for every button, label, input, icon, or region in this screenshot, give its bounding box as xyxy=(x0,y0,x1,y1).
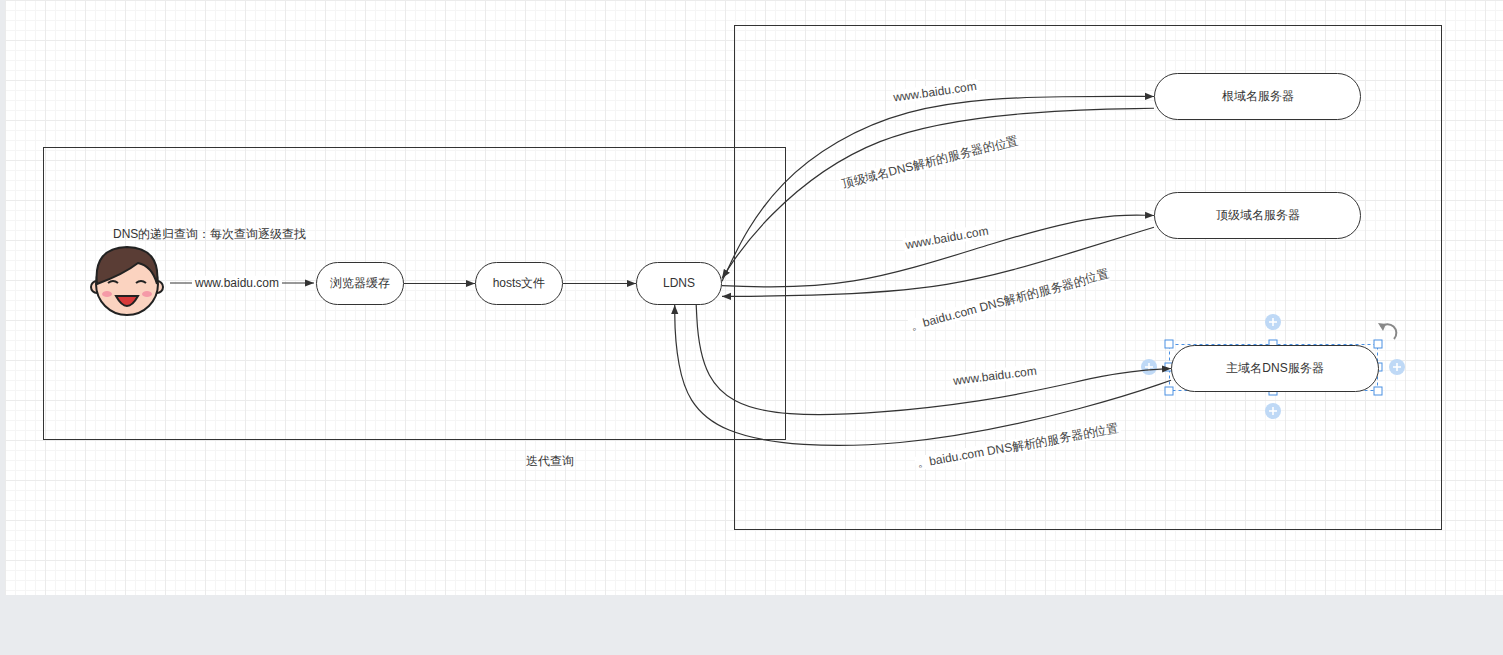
arrow-label: www.baidu.com xyxy=(192,276,282,290)
box-label: 主域名DNS服务器 xyxy=(1226,361,1323,375)
cheek xyxy=(142,291,152,297)
region-label: 迭代查询 xyxy=(526,454,574,468)
region-label-holder: 迭代查询 xyxy=(526,454,574,468)
box-label: hosts文件 xyxy=(493,276,546,290)
mouth xyxy=(116,296,138,306)
region-label-holder: DNS的递归查询：每次查询逐级查找 xyxy=(113,227,306,241)
process-box: 浏览器缓存 xyxy=(316,262,404,305)
connector xyxy=(404,283,475,284)
eye xyxy=(136,281,146,283)
cheek xyxy=(102,291,112,297)
server-box: 根域名服务器 xyxy=(1154,73,1361,120)
connector xyxy=(722,96,1154,281)
rotate-handle-tip xyxy=(1378,323,1386,331)
server-box: 顶级域名服务器 xyxy=(1154,192,1361,239)
region-label: DNS的递归查询：每次查询逐级查找 xyxy=(113,227,306,241)
connector xyxy=(563,283,636,284)
recursive-region: DNS的递归查询：每次查询逐级查找浏览器缓存 hosts文件 LDNS xyxy=(43,147,786,440)
process-box: hosts文件 xyxy=(475,262,563,305)
person-icon xyxy=(91,247,163,315)
box-label: LDNS xyxy=(663,276,695,290)
box-label: 浏览器缓存 xyxy=(330,276,390,290)
eye xyxy=(108,281,118,283)
box-label: 根域名服务器 xyxy=(1222,89,1294,103)
selection-handles xyxy=(1141,314,1405,419)
process-box: LDNS xyxy=(636,262,722,305)
connector xyxy=(722,108,1154,278)
server-box: 主域名DNS服务器 xyxy=(1171,345,1379,392)
box-label: 顶级域名服务器 xyxy=(1216,208,1300,222)
hair xyxy=(97,247,158,284)
